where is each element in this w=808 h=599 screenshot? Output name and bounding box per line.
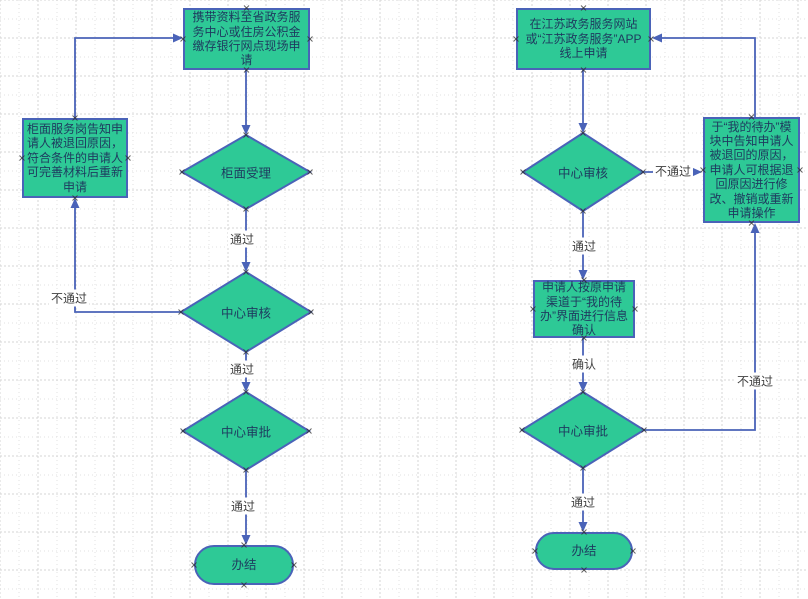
- diamond-online-center-approve-label: 中心审批: [557, 424, 609, 439]
- diamond-online-center-review-label: 中心审核: [557, 166, 609, 181]
- edge-label-offline-pass1[interactable]: 通过: [227, 230, 257, 248]
- connector-8-arrowhead: [578, 270, 588, 280]
- node-online-confirm-step[interactable]: 申请人按原申请渠道于“我的待办”界面进行信息确认: [533, 280, 635, 338]
- edge-label-offline-pass3[interactable]: 通过: [228, 497, 258, 515]
- diamond-offline-counter-accept-label: 柜面受理: [220, 166, 272, 181]
- connector-1-arrowhead: [241, 125, 251, 135]
- edge-label-online-confirm[interactable]: 确认: [569, 355, 599, 373]
- node-online-end[interactable]: 办结: [535, 532, 633, 570]
- connector-13[interactable]: [660, 37, 756, 117]
- connector-13-arrowhead: [652, 33, 662, 43]
- node-online-start[interactable]: 在江苏政务服务网站或“江苏政务服务”APP线上申请: [516, 8, 651, 70]
- connector-7-arrowhead: [578, 123, 588, 133]
- edge-label-online-pass2[interactable]: 通过: [568, 493, 598, 511]
- edge-label-offline-pass2[interactable]: 通过: [227, 360, 257, 378]
- connector-6-arrowhead: [173, 33, 183, 43]
- connector-12-arrowhead: [750, 223, 760, 233]
- connector-4-arrowhead: [241, 535, 251, 545]
- node-offline-reject-notice[interactable]: 柜面服务岗告知申请人被退回原因，符合条件的申请人可完善材料后重新申请: [22, 118, 128, 198]
- connector-9-arrowhead: [578, 382, 588, 392]
- edge-label-online-fail1[interactable]: 不通过: [652, 162, 694, 180]
- connector-2-arrowhead: [241, 262, 251, 272]
- node-offline-end[interactable]: 办结: [194, 545, 294, 585]
- connector-12[interactable]: [643, 231, 756, 431]
- connector-3-arrowhead: [241, 382, 251, 392]
- edge-label-online-pass1[interactable]: 通过: [569, 237, 599, 255]
- connector-5[interactable]: [74, 206, 182, 313]
- connector-10-arrowhead: [578, 522, 588, 532]
- diamond-offline-center-review-label: 中心审核: [220, 306, 272, 321]
- connector-11-arrowhead: [692, 167, 702, 177]
- diamond-offline-center-approve-label: 中心审批: [220, 425, 272, 440]
- connector-6[interactable]: [74, 37, 175, 118]
- edge-label-offline-fail[interactable]: 不通过: [48, 289, 90, 307]
- connector-5-arrowhead: [70, 198, 80, 208]
- edge-label-online-fail2[interactable]: 不通过: [734, 372, 776, 390]
- node-online-reject-notice[interactable]: 于“我的待办”模块中告知申请人被退回的原因，申请人可根据退回原因进行修改、撤销或…: [703, 117, 800, 223]
- node-offline-start[interactable]: 携带资料至省政务服务中心或住房公积金缴存银行网点现场申请: [183, 8, 310, 70]
